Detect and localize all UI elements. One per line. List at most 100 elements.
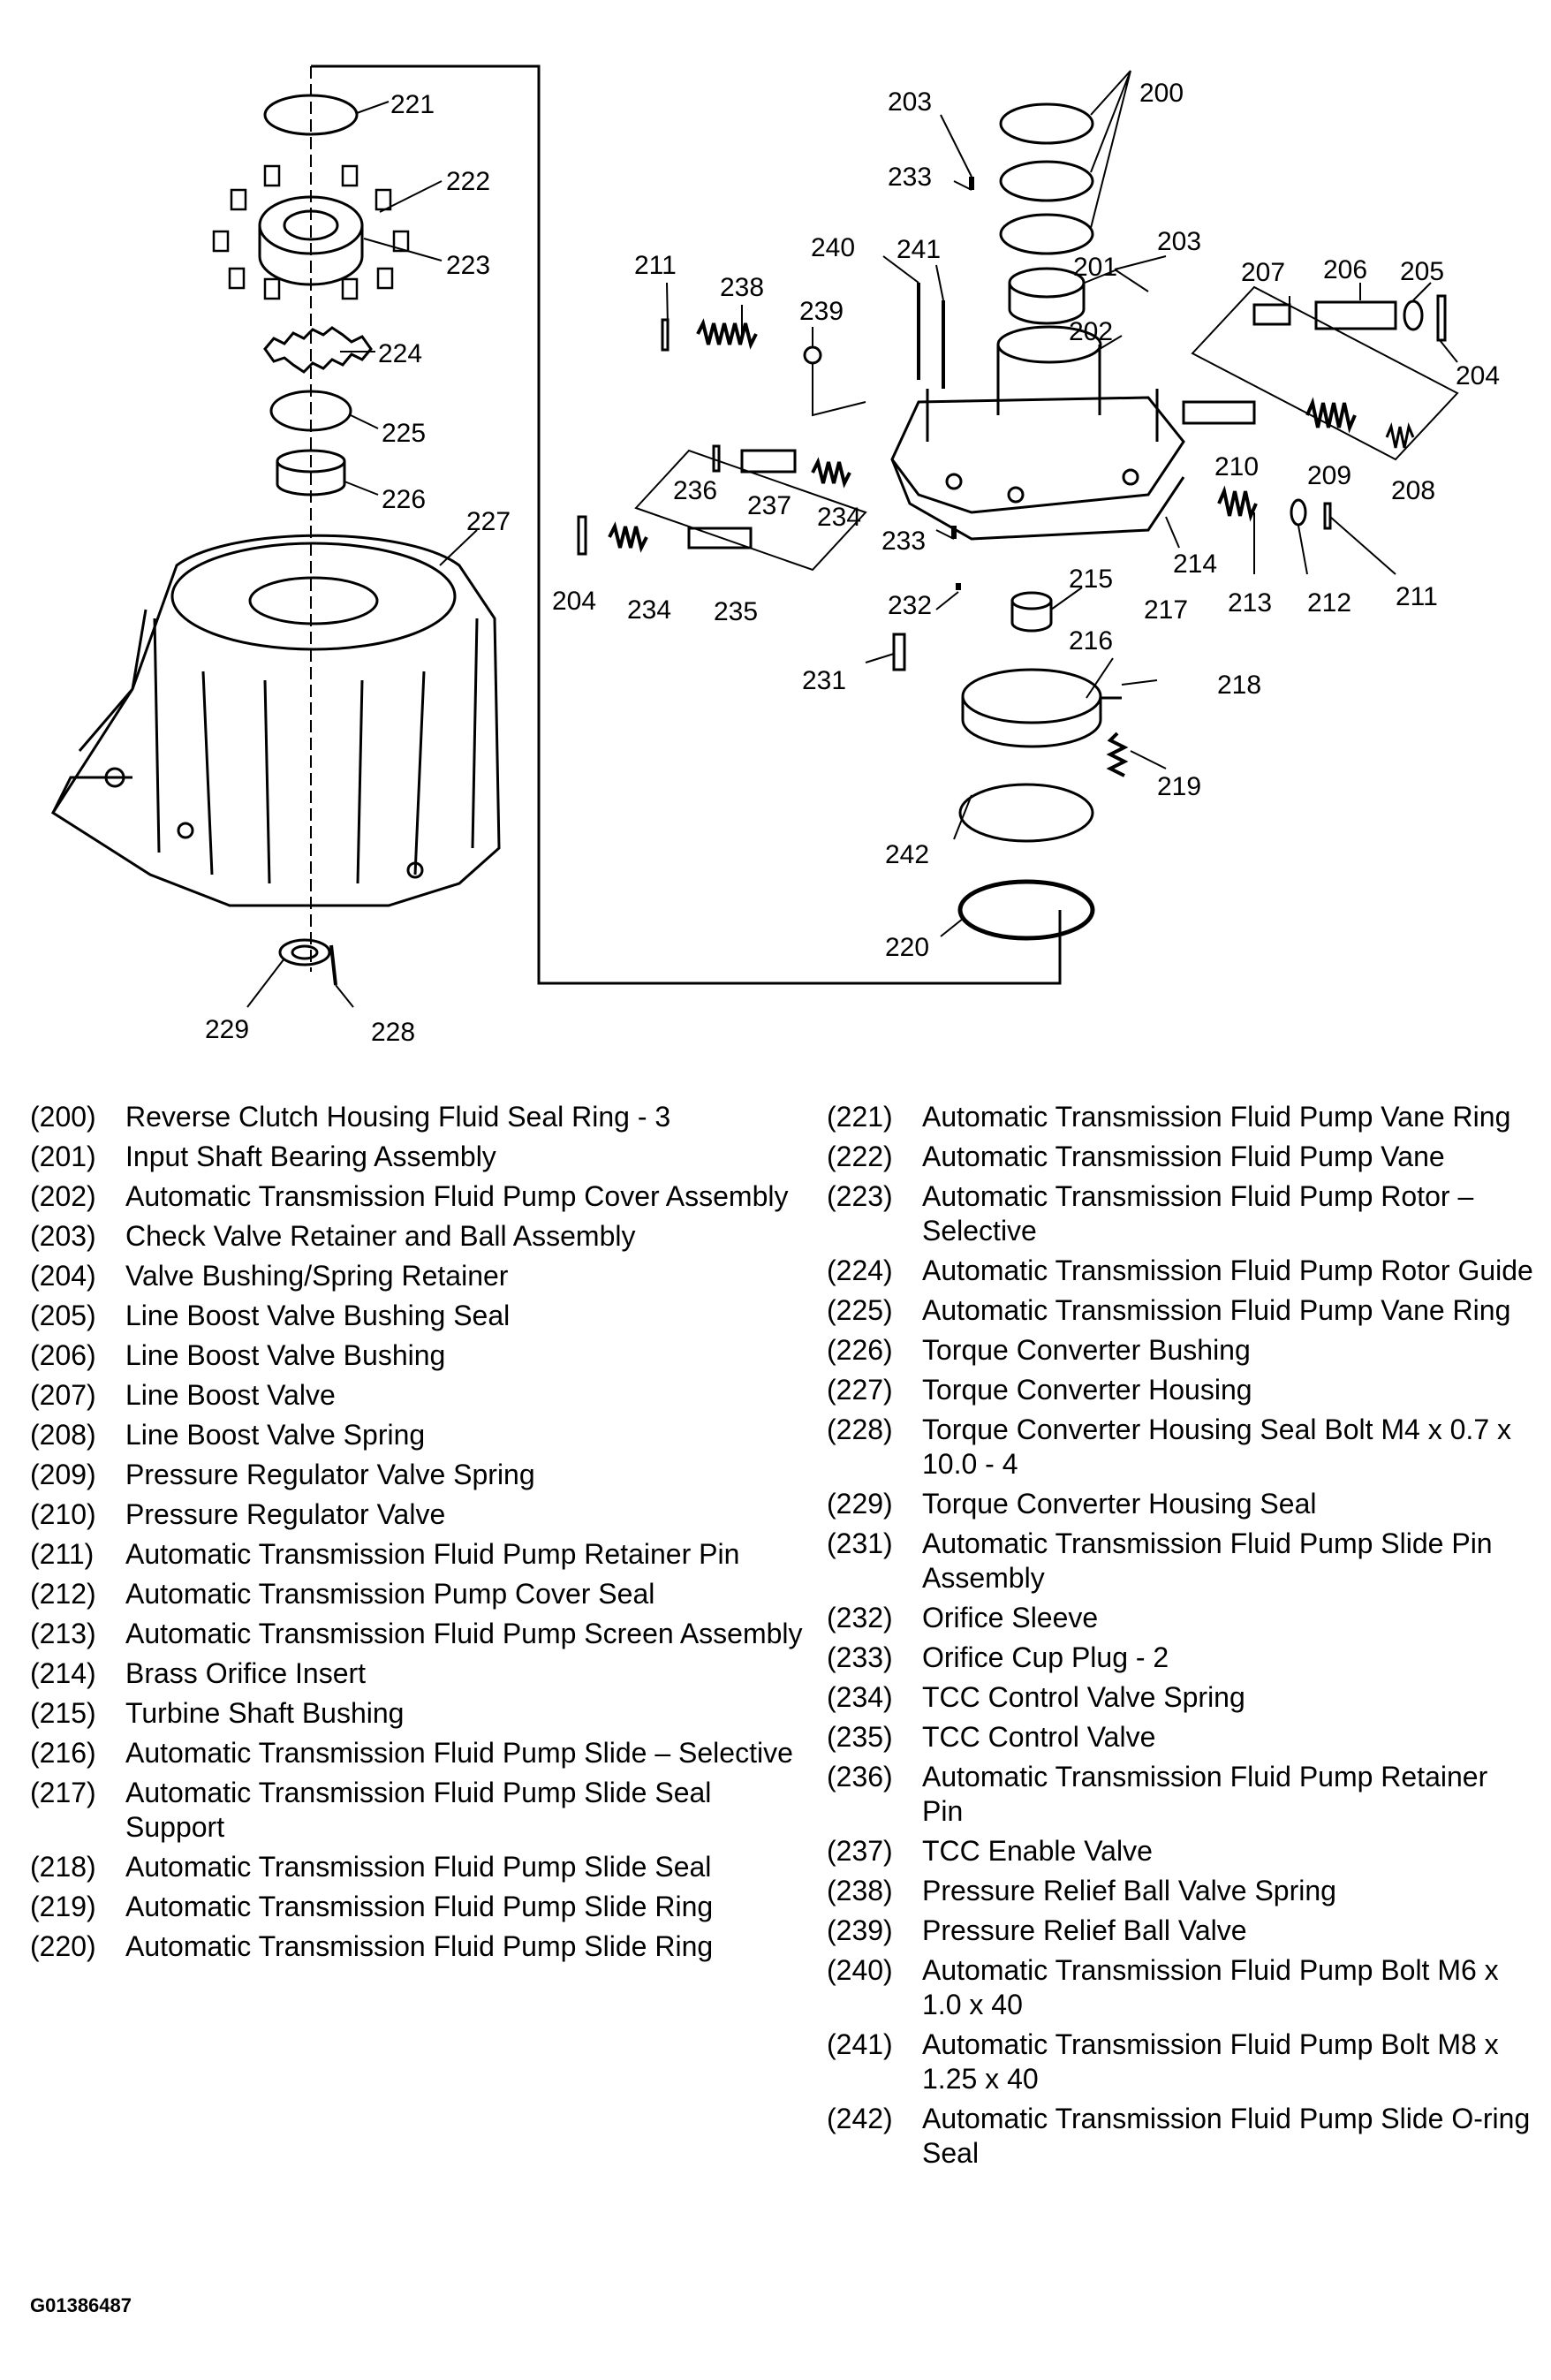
legend-item-description: Automatic Transmission Fluid Pump Rotor … [922, 1180, 1474, 1247]
legend-item-number: (206) [30, 1339, 96, 1371]
legend-item-description: Pressure Regulator Valve Spring [125, 1459, 535, 1490]
legend-item-description: Automatic Transmission Fluid Pump Vane R… [922, 1294, 1511, 1326]
line-boost-valve-207 [1252, 303, 1291, 326]
legend-item: (213)Automatic Transmission Fluid Pump S… [30, 1617, 807, 1651]
valve-retainer-204-left [577, 515, 587, 556]
legend-item-number: (200) [30, 1101, 96, 1133]
legend-item-number: (212) [30, 1578, 96, 1610]
legend-item-description: Check Valve Retainer and Ball Assembly [125, 1220, 636, 1252]
torque-converter-housing-seal-229 [278, 938, 331, 966]
callout-233a: 233 [888, 163, 932, 192]
callout-203a: 203 [888, 87, 932, 117]
legend-item: (226)Torque Converter Bushing [827, 1333, 1533, 1368]
callout-242: 242 [885, 840, 929, 869]
legend-item-description: Automatic Transmission Fluid Pump Slide … [125, 1930, 714, 1962]
legend-item-number: (208) [30, 1419, 96, 1451]
legend-item-number: (223) [827, 1180, 893, 1212]
legend-item-number: (224) [827, 1254, 893, 1286]
legend-item: (236) Automatic Transmission Fluid Pump R… [827, 1760, 1533, 1829]
legend-item-number: (240) [827, 1954, 893, 1986]
legend-item: (231)Automatic Transmission Fluid Pump S… [827, 1527, 1533, 1596]
callout-204a: 204 [1456, 361, 1500, 390]
legend-item: (201)Input Shaft Bearing Assembly [30, 1140, 807, 1174]
legend-item-number: (211) [30, 1538, 95, 1570]
pump-cover-seal-212 [1290, 498, 1307, 527]
callout-210: 210 [1214, 452, 1259, 481]
callout-204b: 204 [552, 587, 596, 616]
legend-item-description: Turbine Shaft Bushing [125, 1697, 405, 1729]
callout-235: 235 [714, 597, 758, 626]
callout-222: 222 [446, 167, 490, 196]
legend-item-description: Torque Converter Housing [922, 1374, 1252, 1406]
legend-item-number: (219) [30, 1891, 96, 1922]
legend-item-description: Automatic Transmission Fluid Pump Cover … [125, 1180, 789, 1212]
callout-206: 206 [1323, 255, 1367, 284]
legend-item-number: (216) [30, 1737, 96, 1769]
legend-item-description: TCC Control Valve [922, 1721, 1156, 1753]
legend-item: (206)Line Boost Valve Bushing [30, 1338, 807, 1373]
vane-ring-221 [263, 94, 359, 136]
legend-item: (242)Automatic Transmission Fluid Pump S… [827, 2102, 1533, 2171]
callout-201: 201 [1073, 253, 1117, 282]
seal-bolt-228 [329, 944, 337, 986]
pump-rotor-223 [258, 195, 364, 286]
legend-item: (227)Torque Converter Housing [827, 1373, 1533, 1407]
legend-item-description: Automatic Transmission Fluid Pump Slide … [125, 1891, 714, 1922]
legend-item-number: (202) [30, 1180, 96, 1212]
legend-item-number: (234) [827, 1681, 893, 1713]
legend-item-description: Automatic Transmission Fluid Pump Bolt M… [922, 2028, 1499, 2095]
legend-item-number: (214) [30, 1657, 96, 1689]
legend-item-number: (218) [30, 1851, 96, 1883]
legend-right-column: (221)Automatic Transmission Fluid Pump V… [827, 1100, 1533, 2176]
callout-232: 232 [888, 591, 932, 620]
pressure-regulator-spring-209 [1305, 397, 1357, 434]
legend-item: (232)Orifice Sleeve [827, 1601, 1533, 1635]
legend-item: (240)Automatic Transmission Fluid Pump B… [827, 1953, 1533, 2022]
callout-225: 225 [382, 419, 426, 448]
legend-item-description: Automatic Transmission Pump Cover Seal [125, 1578, 655, 1610]
legend-item: (215)Turbine Shaft Bushing [30, 1696, 807, 1731]
legend-item-description: Input Shaft Bearing Assembly [125, 1141, 496, 1172]
line-boost-valve-bushing-seal-205 [1403, 299, 1424, 331]
tcc-enable-valve-237 [740, 449, 797, 474]
pressure-relief-spring-238 [696, 318, 758, 350]
torque-converter-housing-227 [50, 534, 501, 907]
callout-215: 215 [1069, 565, 1113, 594]
callout-203b: 203 [1157, 227, 1201, 256]
exploded-view-diagram: 221 222 223 224 225 226 227 229 228 203 … [50, 64, 1500, 1047]
legend-item-description: Automatic Transmission Fluid Pump Slide … [125, 1851, 712, 1883]
callout-226: 226 [382, 485, 426, 514]
legend-item-number: (222) [827, 1141, 893, 1172]
legend-item-number: (228) [827, 1414, 893, 1445]
legend-item-number: (226) [827, 1334, 893, 1366]
legend-item: (216)Automatic Transmission Fluid Pump S… [30, 1736, 807, 1770]
pressure-regulator-valve-210 [1182, 400, 1256, 425]
legend-item: (220)Automatic Transmission Fluid Pump S… [30, 1929, 807, 1964]
legend-item-description: Automatic Transmission Fluid Pump Slide … [922, 2103, 1531, 2169]
legend-item-number: (236) [827, 1761, 893, 1793]
legend-item: (218) Automatic Transmission Fluid Pump S… [30, 1850, 807, 1884]
legend-item-number: (203) [30, 1220, 96, 1252]
legend-item: (238)Pressure Relief Ball Valve Spring [827, 1874, 1533, 1908]
seal-ring-200a [999, 102, 1094, 145]
legend-item-description: Automatic Transmission Fluid Pump Retain… [922, 1761, 1488, 1827]
legend-item: (239)Pressure Relief Ball Valve [827, 1914, 1533, 1948]
callout-241: 241 [897, 235, 941, 264]
legend-item: (212) Automatic Transmission Pump Cover S… [30, 1577, 807, 1611]
pump-slide-216 [961, 668, 1122, 748]
callout-211a: 211 [634, 251, 677, 280]
callout-216: 216 [1069, 626, 1113, 656]
torque-converter-bushing-226 [276, 449, 346, 496]
legend-item: (222)Automatic Transmission Fluid Pump V… [827, 1140, 1533, 1174]
callout-229: 229 [205, 1015, 249, 1044]
legend-item-number: (213) [30, 1618, 96, 1649]
legend-item: (217)Automatic Transmission Fluid Pump S… [30, 1776, 807, 1845]
callout-224: 224 [378, 339, 422, 368]
legend-item: (233)Orifice Cup Plug - 2 [827, 1641, 1533, 1675]
callout-239: 239 [799, 297, 844, 326]
callout-217: 217 [1144, 595, 1188, 625]
seal-ring-200c [999, 213, 1094, 255]
pressure-relief-ball-239 [803, 345, 822, 365]
callout-236: 236 [673, 476, 717, 505]
legend-item-description: Reverse Clutch Housing Fluid Seal Ring -… [125, 1101, 671, 1133]
